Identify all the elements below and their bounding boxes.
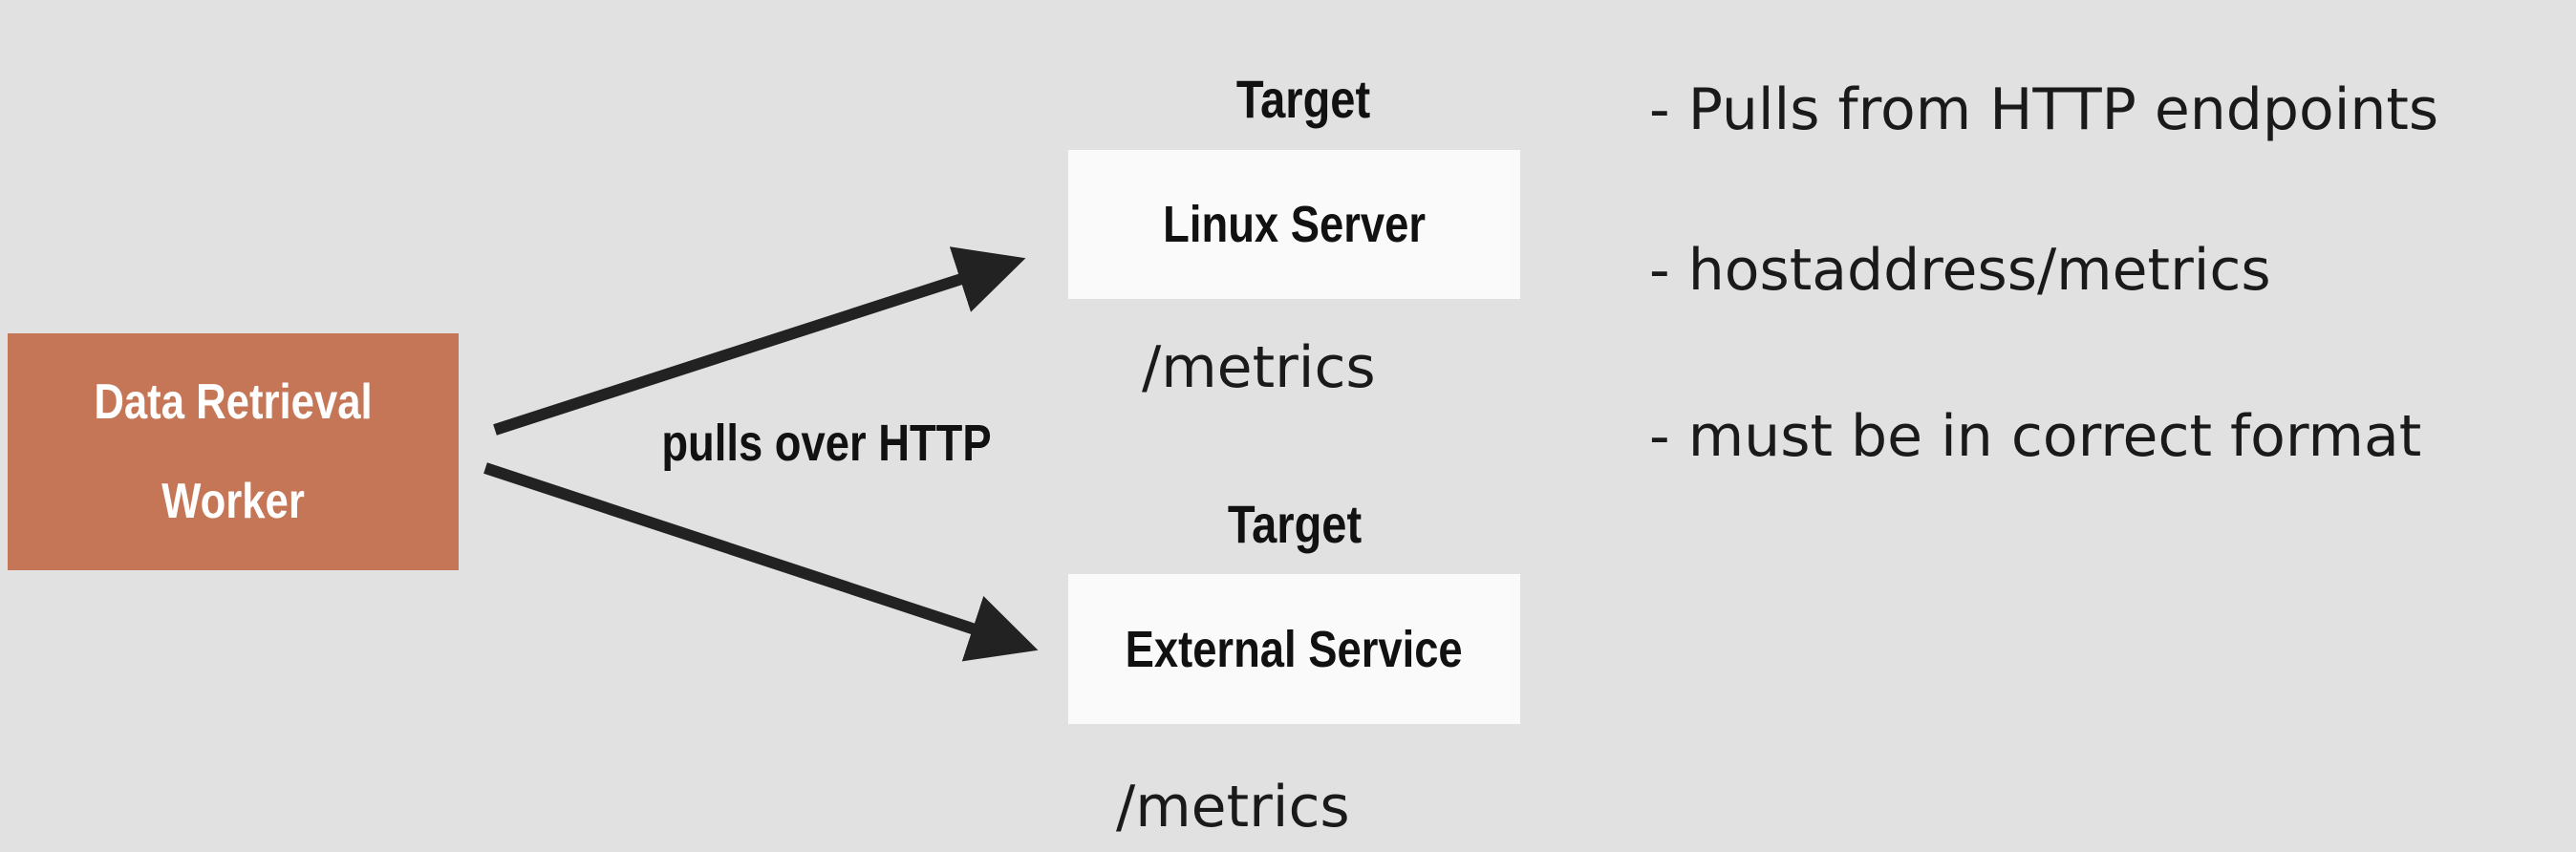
target-title-2: Target bbox=[1227, 494, 1363, 554]
worker-label-line2: Worker bbox=[161, 474, 305, 529]
target-node-external-service: External Service bbox=[1068, 574, 1520, 724]
target-endpoint-2: /metrics bbox=[1116, 774, 1350, 841]
target-node-linux-server: Linux Server bbox=[1068, 150, 1520, 299]
target-endpoint-1: /metrics bbox=[1142, 334, 1376, 401]
target-name-1: Linux Server bbox=[1163, 196, 1426, 253]
target-name-2: External Service bbox=[1125, 620, 1464, 678]
edge-label: pulls over HTTP bbox=[661, 415, 992, 472]
arrow-to-linux-server bbox=[493, 246, 1026, 436]
note-1: - Pulls from HTTP endpoints bbox=[1649, 76, 2439, 143]
arrow-to-external-service bbox=[483, 462, 1039, 662]
worker-label: Data Retrieval Worker bbox=[65, 352, 402, 551]
note-3: - must be in correct format bbox=[1649, 403, 2422, 470]
target-title-1: Target bbox=[1235, 69, 1371, 129]
data-retrieval-worker-node: Data Retrieval Worker bbox=[8, 333, 459, 570]
note-2: - hostaddress/metrics bbox=[1649, 237, 2271, 304]
worker-label-line1: Data Retrieval bbox=[94, 374, 373, 430]
